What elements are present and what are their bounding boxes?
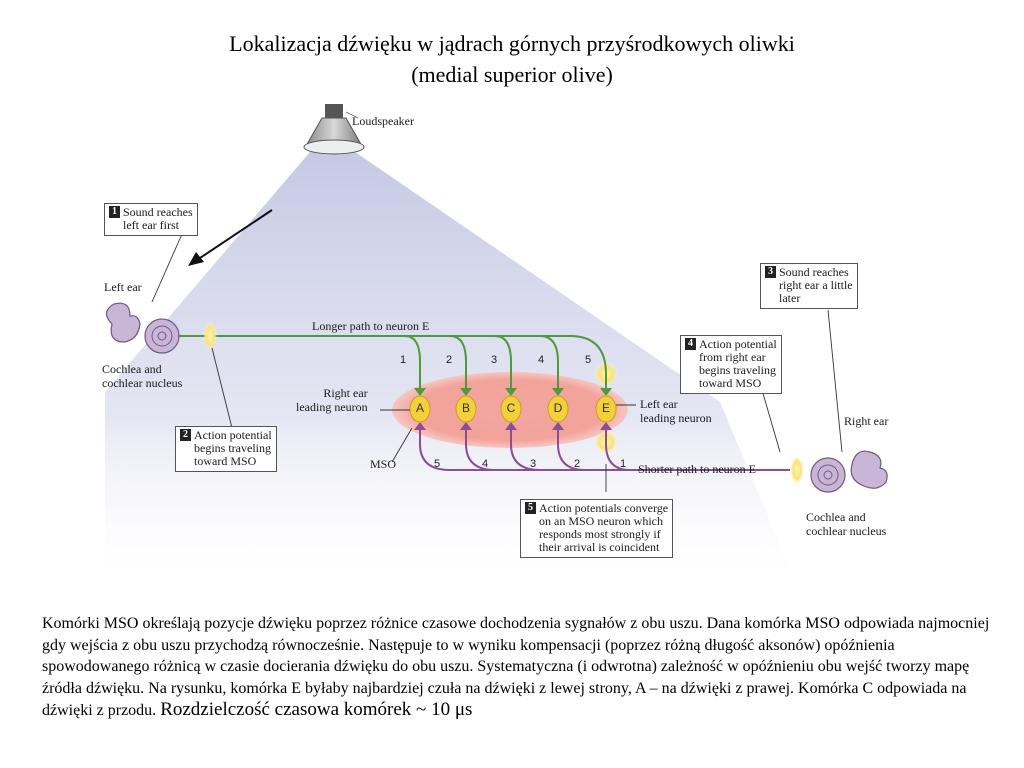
step-4-text: Action potential from right ear begins t… bbox=[699, 337, 777, 390]
bottom-path-number: 4 bbox=[482, 458, 489, 470]
bottom-path-number: 2 bbox=[574, 458, 581, 470]
loudspeaker-label: Loudspeaker bbox=[352, 114, 414, 128]
sound-beam bbox=[105, 152, 800, 592]
title-line-2: (medial superior olive) bbox=[411, 62, 613, 87]
right-action-potential bbox=[790, 455, 804, 485]
slide-title: Lokalizacja dźwięku w jądrach górnych pr… bbox=[0, 28, 1024, 90]
top-path-number: 3 bbox=[491, 354, 498, 366]
top-path-number: 1 bbox=[400, 354, 407, 366]
right-ear-leading-label: Right ear leading neuron bbox=[296, 386, 368, 414]
step-2-text: Action potential begins traveling toward… bbox=[194, 428, 272, 468]
left-cochlea-label: Cochlea and cochlear nucleus bbox=[102, 362, 183, 390]
top-path-number: 2 bbox=[446, 354, 453, 366]
diagram-graphics bbox=[105, 104, 888, 592]
sound-direction-arrow bbox=[188, 209, 273, 266]
step-1-text: Sound reaches left ear first bbox=[123, 205, 193, 232]
step-5-number: 5 bbox=[525, 502, 536, 514]
neuron-e-label: E bbox=[601, 401, 610, 415]
left-ear-icon bbox=[105, 302, 180, 354]
mso-diagram: Loudspeaker Left ear Cochlea and cochlea… bbox=[100, 92, 910, 592]
loudspeaker-icon bbox=[303, 104, 365, 155]
step-4-number: 4 bbox=[685, 338, 696, 350]
step-3-number: 3 bbox=[765, 266, 776, 278]
mso-label: MSO bbox=[370, 457, 397, 471]
left-ear-leading-label: Left ear leading neuron bbox=[640, 397, 712, 425]
mso-neurons bbox=[409, 395, 617, 423]
purple-terminals bbox=[414, 422, 612, 430]
step-5-text: Action potentials converge on an MSO neu… bbox=[539, 501, 669, 554]
neuron-a-label: A bbox=[415, 401, 424, 415]
green-terminals bbox=[414, 388, 612, 396]
step-2-number: 2 bbox=[180, 429, 191, 441]
description-text: Komórki MSO określają pozycje dźwięku po… bbox=[42, 615, 990, 719]
leader-lines bbox=[151, 233, 843, 492]
longer-path-label: Longer path to neuron E bbox=[312, 319, 430, 333]
right-ear-icon bbox=[810, 450, 888, 493]
step-3-text: Sound reaches right ear a little later bbox=[779, 265, 853, 305]
bottom-path-number: 3 bbox=[530, 458, 537, 470]
description-paragraph: Komórki MSO określają pozycje dźwięku po… bbox=[42, 613, 992, 722]
top-path-number: 5 bbox=[585, 354, 592, 366]
bottom-path-number: 1 bbox=[620, 458, 627, 470]
top-path-number: 4 bbox=[538, 354, 545, 366]
neuron-c-label: C bbox=[506, 401, 516, 415]
left-ear-axons bbox=[160, 335, 607, 390]
neuron-b-label: B bbox=[461, 401, 470, 415]
right-cochlea-label: Cochlea and cochlear nucleus bbox=[806, 510, 887, 538]
right-ear-axons bbox=[419, 428, 790, 471]
left-ear-label: Left ear bbox=[104, 280, 142, 294]
left-action-potential bbox=[203, 321, 217, 351]
resolution-text: Rozdzielczość czasowa komórek ~ 10 μs bbox=[160, 699, 473, 720]
step-1-number: 1 bbox=[109, 206, 120, 218]
bottom-path-number: 5 bbox=[434, 458, 441, 470]
title-line-1: Lokalizacja dźwięku w jądrach górnych pr… bbox=[229, 31, 795, 56]
neuron-d-label: D bbox=[553, 401, 563, 415]
shorter-path-label: Shorter path to neuron E bbox=[638, 462, 756, 476]
right-ear-label: Right ear bbox=[844, 414, 889, 428]
